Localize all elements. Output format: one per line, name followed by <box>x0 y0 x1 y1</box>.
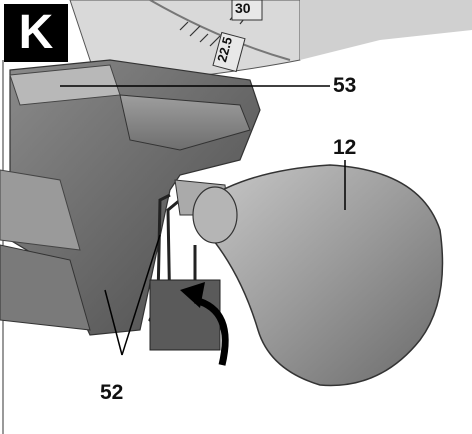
lower-base <box>0 244 91 331</box>
scale-mark-lower-box <box>212 31 246 73</box>
callout-53: 53 <box>333 74 357 97</box>
callout-12: 12 <box>333 136 357 159</box>
figure-letter: K <box>4 4 68 62</box>
scale-mark-upper: 30 <box>235 0 251 16</box>
rotation-arrow <box>193 296 229 366</box>
leader-52a <box>121 234 161 356</box>
callout-52: 52 <box>100 381 124 404</box>
rotation-arrow-head <box>180 282 205 308</box>
leader-52b <box>104 289 123 356</box>
left-table-edge <box>0 169 81 251</box>
knob-neck <box>192 186 238 244</box>
right-top-housing <box>300 0 472 60</box>
knob-12 <box>204 164 444 387</box>
clamp-top <box>119 94 251 151</box>
scale-arc <box>149 0 291 61</box>
scale-mark-upper-box <box>231 0 263 21</box>
